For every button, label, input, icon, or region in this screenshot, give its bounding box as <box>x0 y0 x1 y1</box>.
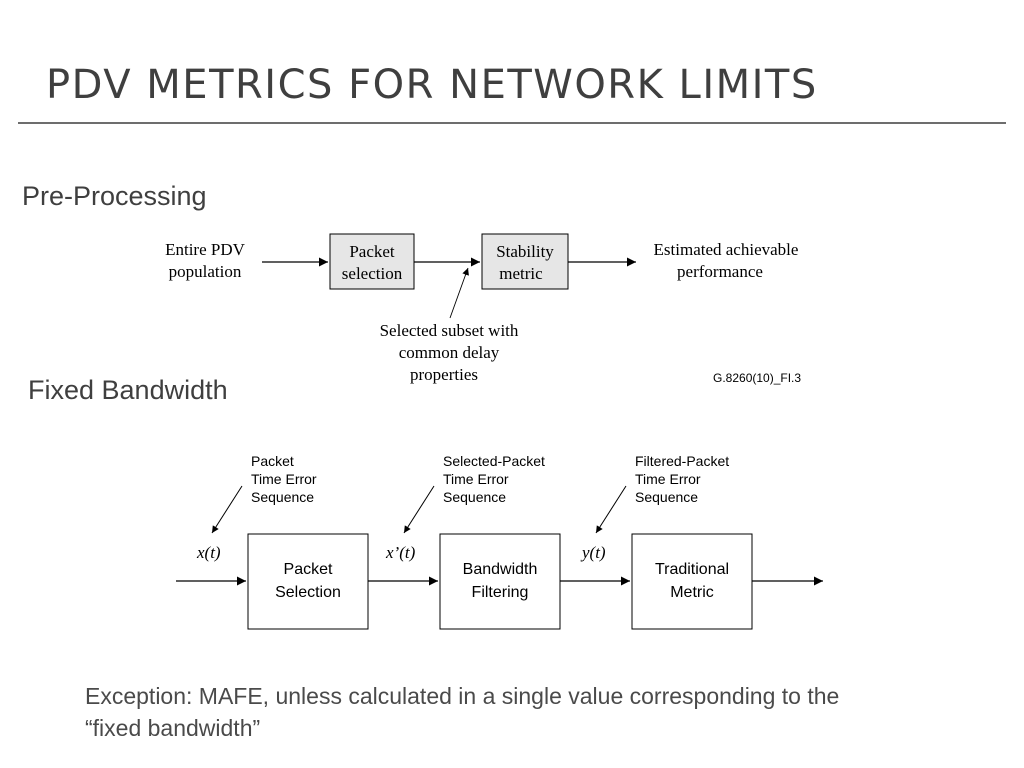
traditional-metric-label: Traditional <box>655 561 729 578</box>
subset-pointer-arrow <box>449 267 469 319</box>
section-label-fixed-bandwidth: Fixed Bandwidth <box>28 375 228 405</box>
note1-pointer-arrow <box>211 485 243 534</box>
signal-label-y: y(t) <box>580 543 606 562</box>
title-divider <box>18 122 1006 124</box>
exception-note: Exception: MAFE, unless calculated in a … <box>85 683 840 741</box>
note-filtered-packet-time-error: Filtered-Packet Time Error Sequence <box>635 453 733 505</box>
bandwidth-filtering-label: Bandwidth <box>463 561 538 578</box>
stability-metric-label: Stability <box>496 242 554 261</box>
output-label: performance <box>677 262 763 281</box>
subset-annotation: properties <box>410 365 478 384</box>
subset-annotation: Selected subset with <box>380 321 519 340</box>
note3-pointer-arrow <box>595 485 627 534</box>
pre-processing-diagram: Entire PDV population Packet selection S… <box>165 233 801 385</box>
note2-pointer-arrow <box>403 485 435 534</box>
input-label: Entire PDV <box>165 240 246 259</box>
packet-selection-label: Packet <box>284 561 333 578</box>
packet-selection-label: Selection <box>275 584 341 601</box>
stability-metric-label: metric <box>499 264 543 283</box>
bandwidth-filtering-label: Filtering <box>472 584 529 601</box>
traditional-metric-label: Metric <box>670 584 714 601</box>
input-label: population <box>169 262 242 281</box>
subset-annotation: common delay <box>399 343 500 362</box>
signal-label-x: x(t) <box>196 543 221 562</box>
traditional-metric-box <box>631 533 753 630</box>
note-packet-time-error: Packet Time Error Sequence <box>251 453 320 505</box>
signal-label-x-prime: x’(t) <box>385 543 416 562</box>
fixed-bandwidth-diagram: Packet Time Error Sequence Selected-Pack… <box>176 453 823 630</box>
bandwidth-filtering-box <box>439 533 561 630</box>
page-title: PDV METRICS FOR NETWORK LIMITS <box>46 62 818 108</box>
output-label: Estimated achievable <box>654 240 799 259</box>
section-label-pre-processing: Pre-Processing <box>22 181 207 211</box>
figure-reference: G.8260(10)_FI.3 <box>713 371 801 385</box>
note-selected-packet-time-error: Selected-Packet Time Error Sequence <box>443 453 549 505</box>
packet-selection-box <box>247 533 369 630</box>
stability-metric-box <box>481 233 569 290</box>
packet-selection-label: Packet <box>349 242 395 261</box>
packet-selection-label: selection <box>342 264 403 283</box>
